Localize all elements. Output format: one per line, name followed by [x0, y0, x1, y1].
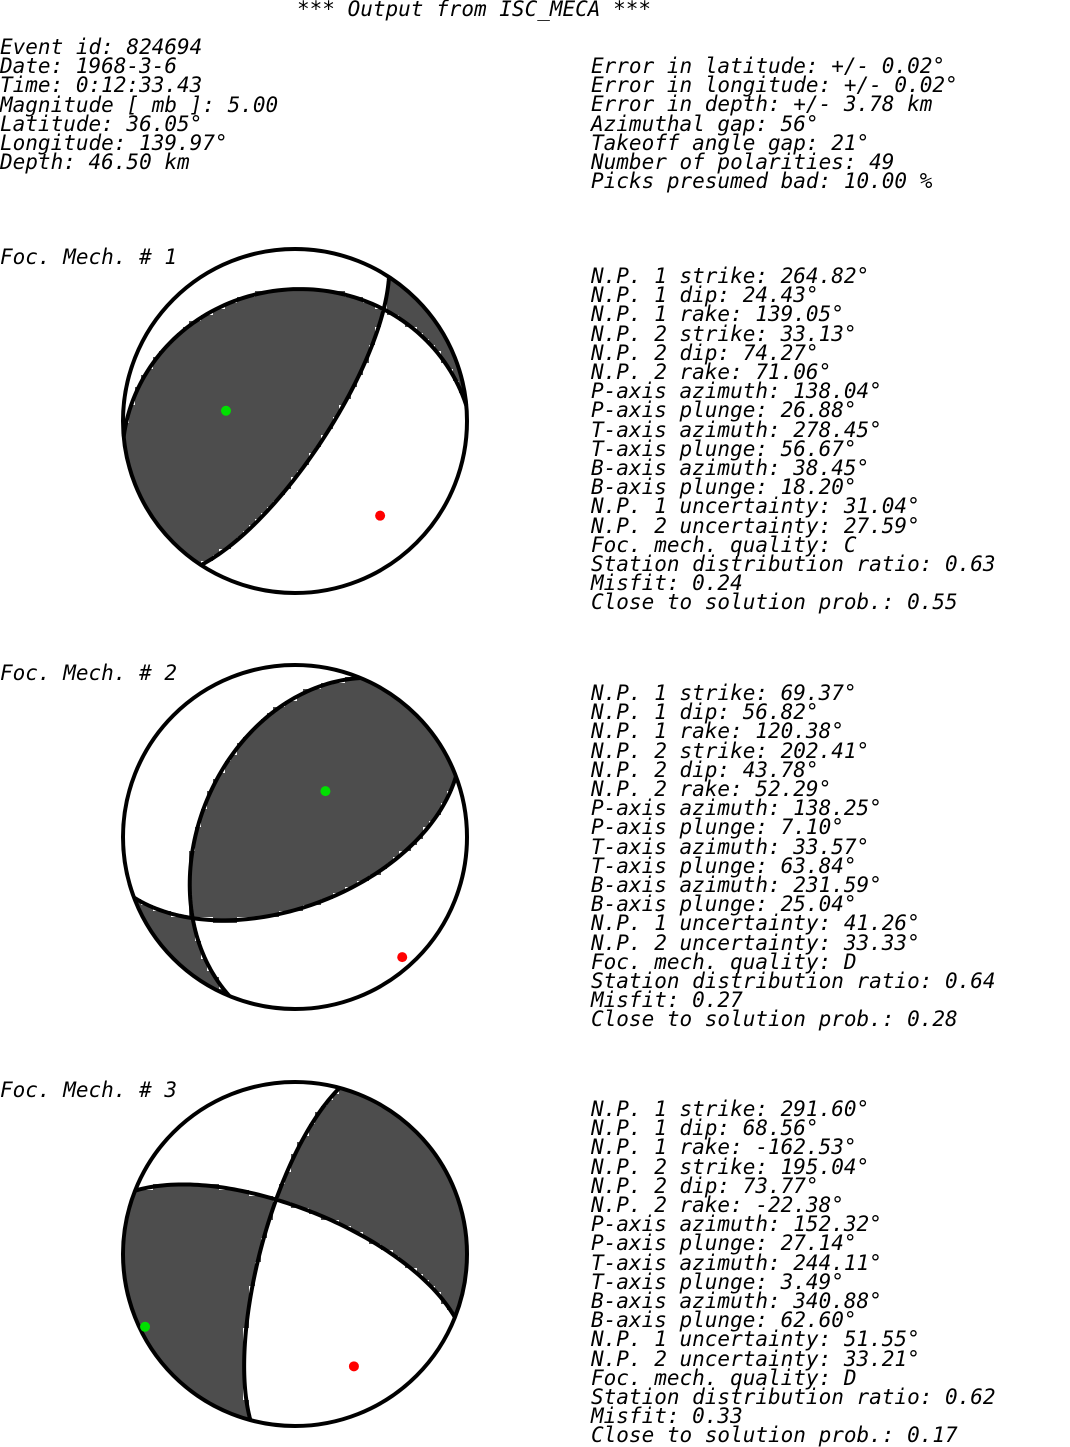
- mech-3-label: Foc. Mech. # 3: [0, 1078, 178, 1102]
- mech-2-nodal-plane-2: [187, 675, 361, 998]
- mech-3-param: T-axis azimuth: 244.11°: [591, 1250, 882, 1275]
- event-id: Event id: 824694: [0, 35, 203, 59]
- mech-3-param: P-axis plunge: 27.14°: [591, 1231, 857, 1256]
- mech-2-param: P-axis plunge: 7.10°: [591, 815, 844, 840]
- mech-1-nodal-plane-2: [200, 276, 391, 567]
- mech-1-beachball: [121, 247, 469, 595]
- mech-2-beachball: [121, 663, 469, 1011]
- mech-1-param: N.P. 2 strike: 33.13°: [591, 321, 857, 346]
- mech-3-param: P-axis azimuth: 152.32°: [591, 1212, 882, 1237]
- mech-1-param: N.P. 1 uncertainty: 31.04°: [591, 494, 920, 519]
- event-latitude: Latitude: 36.05°: [0, 111, 203, 136]
- mech-1-param: Foc. mech. quality: C: [591, 532, 857, 557]
- mech-2-param: Station distribution ratio: 0.64: [591, 969, 996, 994]
- mech-1-p-axis: [375, 510, 386, 521]
- mech-2-param: Close to solution prob.: 0.28: [591, 1007, 958, 1032]
- mech-2-param: B-axis plunge: 25.04°: [591, 892, 857, 917]
- mech-2-param: N.P. 2 uncertainty: 33.33°: [591, 930, 920, 955]
- mech-1-param: N.P. 2 uncertainty: 27.59°: [591, 513, 920, 538]
- mech-3-p-axis: [348, 1361, 359, 1372]
- mech-2-param: T-axis azimuth: 33.57°: [591, 834, 870, 859]
- event-time: Time: 0:12:33.43: [0, 73, 203, 98]
- mech-3-nodal-plane-1: [134, 1182, 457, 1319]
- mech-1-outline: [121, 247, 469, 595]
- mech-1-param: P-axis azimuth: 138.04°: [591, 379, 882, 404]
- mech-2-label: Foc. Mech. # 2: [0, 661, 178, 685]
- mech-1-param: N.P. 2 dip: 74.27°: [591, 340, 819, 365]
- event-depth: Depth: 46.50 km: [0, 150, 190, 175]
- event-info: Event id: 824694 Date: 1968-3-6 Time: 0:…: [0, 35, 279, 175]
- mech-1-param: Close to solution prob.: 0.55: [591, 590, 958, 615]
- mech-2-param: N.P. 2 strike: 202.41°: [591, 738, 870, 763]
- event-date: Date: 1968-3-6: [0, 54, 178, 79]
- mech-2-p-axis: [397, 952, 408, 963]
- mech-3-nodal-plane-2: [242, 1086, 342, 1421]
- mech-2-param: Misfit: 0.27: [591, 988, 743, 1013]
- mech-3-param: N.P. 1 strike: 291.60°: [591, 1097, 870, 1121]
- mech-1-param: P-axis plunge: 26.88°: [591, 398, 857, 423]
- error-info: Error in latitude: +/- 0.02° Error in lo…: [591, 54, 958, 194]
- mech-1-param: N.P. 1 dip: 24.43°: [591, 283, 819, 308]
- mech-2-param: N.P. 1 rake: 120.38°: [591, 719, 844, 744]
- mech-2-param: N.P. 2 dip: 43.78°: [591, 757, 819, 782]
- mech-1-t-axis: [221, 405, 232, 416]
- mech-3-param: T-axis plunge: 3.49°: [591, 1269, 844, 1294]
- mech-1-param: Station distribution ratio: 0.63: [591, 552, 996, 577]
- event-longitude: Longitude: 139.97°: [0, 131, 228, 156]
- mech-2-param: T-axis plunge: 63.84°: [591, 853, 857, 878]
- mech-2-param: N.P. 1 uncertainty: 41.26°: [591, 911, 920, 936]
- mech-3-param: N.P. 2 strike: 195.04°: [591, 1154, 870, 1179]
- mech-2-param: Foc. mech. quality: D: [591, 949, 857, 974]
- mech-1-param: N.P. 1 strike: 264.82°: [591, 264, 870, 288]
- mech-3-param: Misfit: 0.33: [591, 1404, 743, 1429]
- mech-3-param: N.P. 2 dip: 73.77°: [591, 1173, 819, 1198]
- mech-3-shading: [123, 1082, 467, 1424]
- number-of-polarities: Number of polarities: 49: [591, 150, 895, 175]
- mech-1-param: B-axis plunge: 18.20°: [591, 475, 857, 500]
- error-depth: Error in depth: +/- 3.78 km: [591, 92, 933, 117]
- mech-1-param: Misfit: 0.24: [591, 571, 743, 596]
- error-longitude: Error in longitude: +/- 0.02°: [591, 73, 958, 98]
- picks-presumed-bad: Picks presumed bad: 10.00 %: [591, 169, 933, 194]
- mech-2-param: N.P. 1 strike: 69.37°: [591, 681, 857, 705]
- takeoff-angle-gap: Takeoff angle gap: 21°: [591, 130, 870, 155]
- error-latitude: Error in latitude: +/- 0.02°: [591, 54, 946, 78]
- mech-2-param: N.P. 2 rake: 52.29°: [591, 777, 832, 802]
- page-header: *** Output from ISC_MECA ***: [297, 0, 652, 21]
- mech-1-nodal-plane-1: [121, 287, 469, 437]
- mech-1-param: T-axis plunge: 56.67°: [591, 436, 857, 461]
- mech-1-param: N.P. 2 rake: 71.06°: [591, 360, 832, 385]
- mech-1-param: N.P. 1 rake: 139.05°: [591, 302, 844, 327]
- mech-3-beachball: [121, 1080, 469, 1428]
- azimuthal-gap: Azimuthal gap: 56°: [591, 111, 819, 136]
- mech-2-param: P-axis azimuth: 138.25°: [591, 796, 882, 821]
- mech-3-t-axis: [140, 1321, 151, 1332]
- mech-2-param: N.P. 1 dip: 56.82°: [591, 700, 819, 725]
- mech-3-outline: [121, 1080, 469, 1428]
- mech-3-param: B-axis azimuth: 340.88°: [591, 1289, 882, 1314]
- mech-1-param: B-axis azimuth: 38.45°: [591, 456, 870, 481]
- mech-3-param: N.P. 1 rake: -162.53°: [591, 1135, 857, 1160]
- mech-3-parameters: N.P. 1 strike: 291.60°N.P. 1 dip: 68.56°…: [591, 1097, 996, 1447]
- mech-3-param: N.P. 1 dip: 68.56°: [591, 1116, 819, 1141]
- mech-3-param: N.P. 1 uncertainty: 51.55°: [591, 1327, 920, 1352]
- mech-1-param: T-axis azimuth: 278.45°: [591, 417, 882, 442]
- mech-3-param: Station distribution ratio: 0.62: [591, 1385, 996, 1410]
- mech-3-param: N.P. 2 rake: -22.38°: [591, 1193, 844, 1218]
- mech-1-label: Foc. Mech. # 1: [0, 245, 178, 269]
- mech-1-shading: [123, 273, 467, 567]
- mech-2-shading: [129, 671, 459, 1001]
- mech-2-parameters: N.P. 1 strike: 69.37°N.P. 1 dip: 56.82°N…: [591, 681, 996, 1032]
- mech-3-param: N.P. 2 uncertainty: 33.21°: [591, 1346, 920, 1371]
- mech-3-param: Foc. mech. quality: D: [591, 1365, 857, 1390]
- mech-2-param: B-axis azimuth: 231.59°: [591, 873, 882, 898]
- mech-2-t-axis: [320, 786, 331, 797]
- mech-1-parameters: N.P. 1 strike: 264.82°N.P. 1 dip: 24.43°…: [591, 264, 996, 615]
- mech-3-param: Close to solution prob.: 0.17: [591, 1423, 958, 1447]
- mech-3-param: B-axis plunge: 62.60°: [591, 1308, 857, 1333]
- event-magnitude: Magnitude [ mb ]: 5.00: [0, 92, 279, 117]
- mech-2-outline: [121, 663, 469, 1011]
